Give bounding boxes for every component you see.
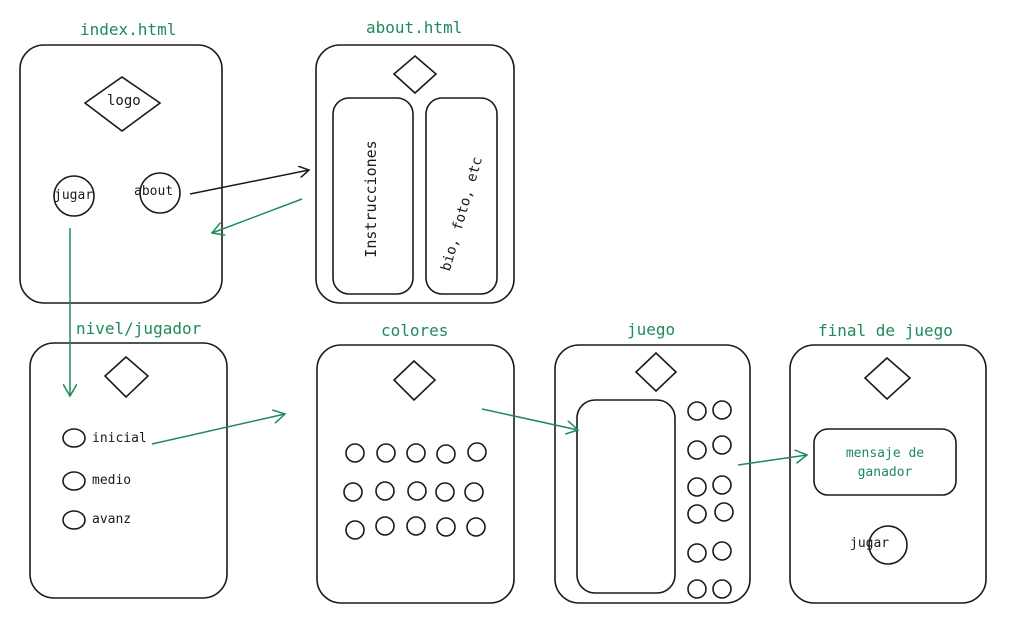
colores-logo-icon [392, 359, 437, 402]
arrow-about-to-index [212, 198, 303, 233]
screen-about-frame [315, 44, 515, 304]
peg-icon [687, 401, 707, 421]
logo-label: logo [107, 93, 141, 109]
screen-nivel-title: nivel/jugador [76, 319, 202, 338]
winner-message-box [813, 428, 957, 496]
screen-about-title: about.html [366, 18, 463, 37]
color-swatch-icon[interactable] [436, 517, 456, 537]
index-logo-icon [83, 76, 162, 132]
jugar-button-circle[interactable] [53, 175, 95, 217]
color-swatch-icon[interactable] [467, 442, 487, 462]
screen-nivel-frame [29, 342, 228, 599]
arrow-colores-to-juego [481, 408, 578, 430]
peg-icon [687, 579, 707, 599]
color-swatch-icon[interactable] [375, 516, 395, 536]
color-swatch-icon[interactable] [435, 482, 455, 502]
final-jugar-button-label[interactable]: jugar [850, 536, 890, 551]
winner-message-line1: mensaje de [845, 446, 925, 461]
screen-juego-title: juego [627, 320, 676, 339]
winner-message-line2: ganador [857, 465, 913, 480]
option-avanz-label[interactable]: avanz [92, 512, 132, 527]
nivel-logo-icon [103, 355, 150, 399]
screen-index-frame [19, 44, 223, 304]
screen-final-title: final de juego [818, 321, 953, 340]
screen-colores-frame [316, 344, 515, 604]
peg-column [687, 400, 734, 599]
peg-icon [712, 400, 732, 420]
instrucciones-panel [332, 97, 414, 295]
option-inicial-label[interactable]: inicial [92, 431, 147, 446]
final-jugar-button-circle[interactable] [868, 525, 908, 565]
color-swatch-icon[interactable] [436, 444, 456, 464]
peg-icon [714, 502, 734, 522]
arrow-nivel-to-colores [151, 414, 285, 445]
color-swatch-icon[interactable] [343, 482, 363, 502]
option-medio-label[interactable]: medio [92, 473, 132, 488]
jugar-button-label[interactable]: jugar [54, 188, 94, 203]
color-swatch-icon[interactable] [376, 443, 396, 463]
color-swatch-icon[interactable] [345, 443, 365, 463]
peg-icon [687, 440, 707, 460]
option-medio-radio-icon[interactable] [62, 471, 86, 491]
peg-icon [687, 477, 707, 497]
color-swatch-icon[interactable] [466, 517, 486, 537]
instrucciones-label: Instrucciones [362, 140, 380, 258]
screen-colores-title: colores [381, 321, 449, 340]
screen-index-title: index.html [80, 20, 177, 39]
game-board [576, 399, 676, 594]
screen-final-frame [789, 344, 987, 604]
about-logo-icon [392, 54, 438, 95]
about-button-label[interactable]: about [134, 184, 174, 199]
arrow-index-to-about [189, 170, 309, 195]
color-grid [343, 442, 487, 540]
peg-icon [687, 543, 707, 563]
color-swatch-icon[interactable] [406, 443, 426, 463]
peg-icon [712, 579, 732, 599]
color-swatch-icon[interactable] [406, 516, 426, 536]
option-inicial-radio-icon[interactable] [62, 428, 86, 448]
option-avanz-radio-icon[interactable] [62, 510, 86, 530]
screen-juego-frame [554, 344, 751, 604]
peg-icon [712, 541, 732, 561]
color-swatch-icon[interactable] [375, 481, 395, 501]
juego-logo-icon [634, 351, 678, 393]
final-logo-icon [863, 356, 912, 401]
color-swatch-icon[interactable] [407, 481, 427, 501]
arrow-juego-to-final [737, 455, 807, 466]
color-swatch-icon[interactable] [345, 520, 365, 540]
color-swatch-icon[interactable] [464, 482, 484, 502]
bio-panel [425, 97, 498, 295]
peg-icon [712, 475, 732, 495]
peg-icon [687, 504, 707, 524]
about-button-circle[interactable] [139, 172, 181, 214]
peg-icon [712, 435, 732, 455]
